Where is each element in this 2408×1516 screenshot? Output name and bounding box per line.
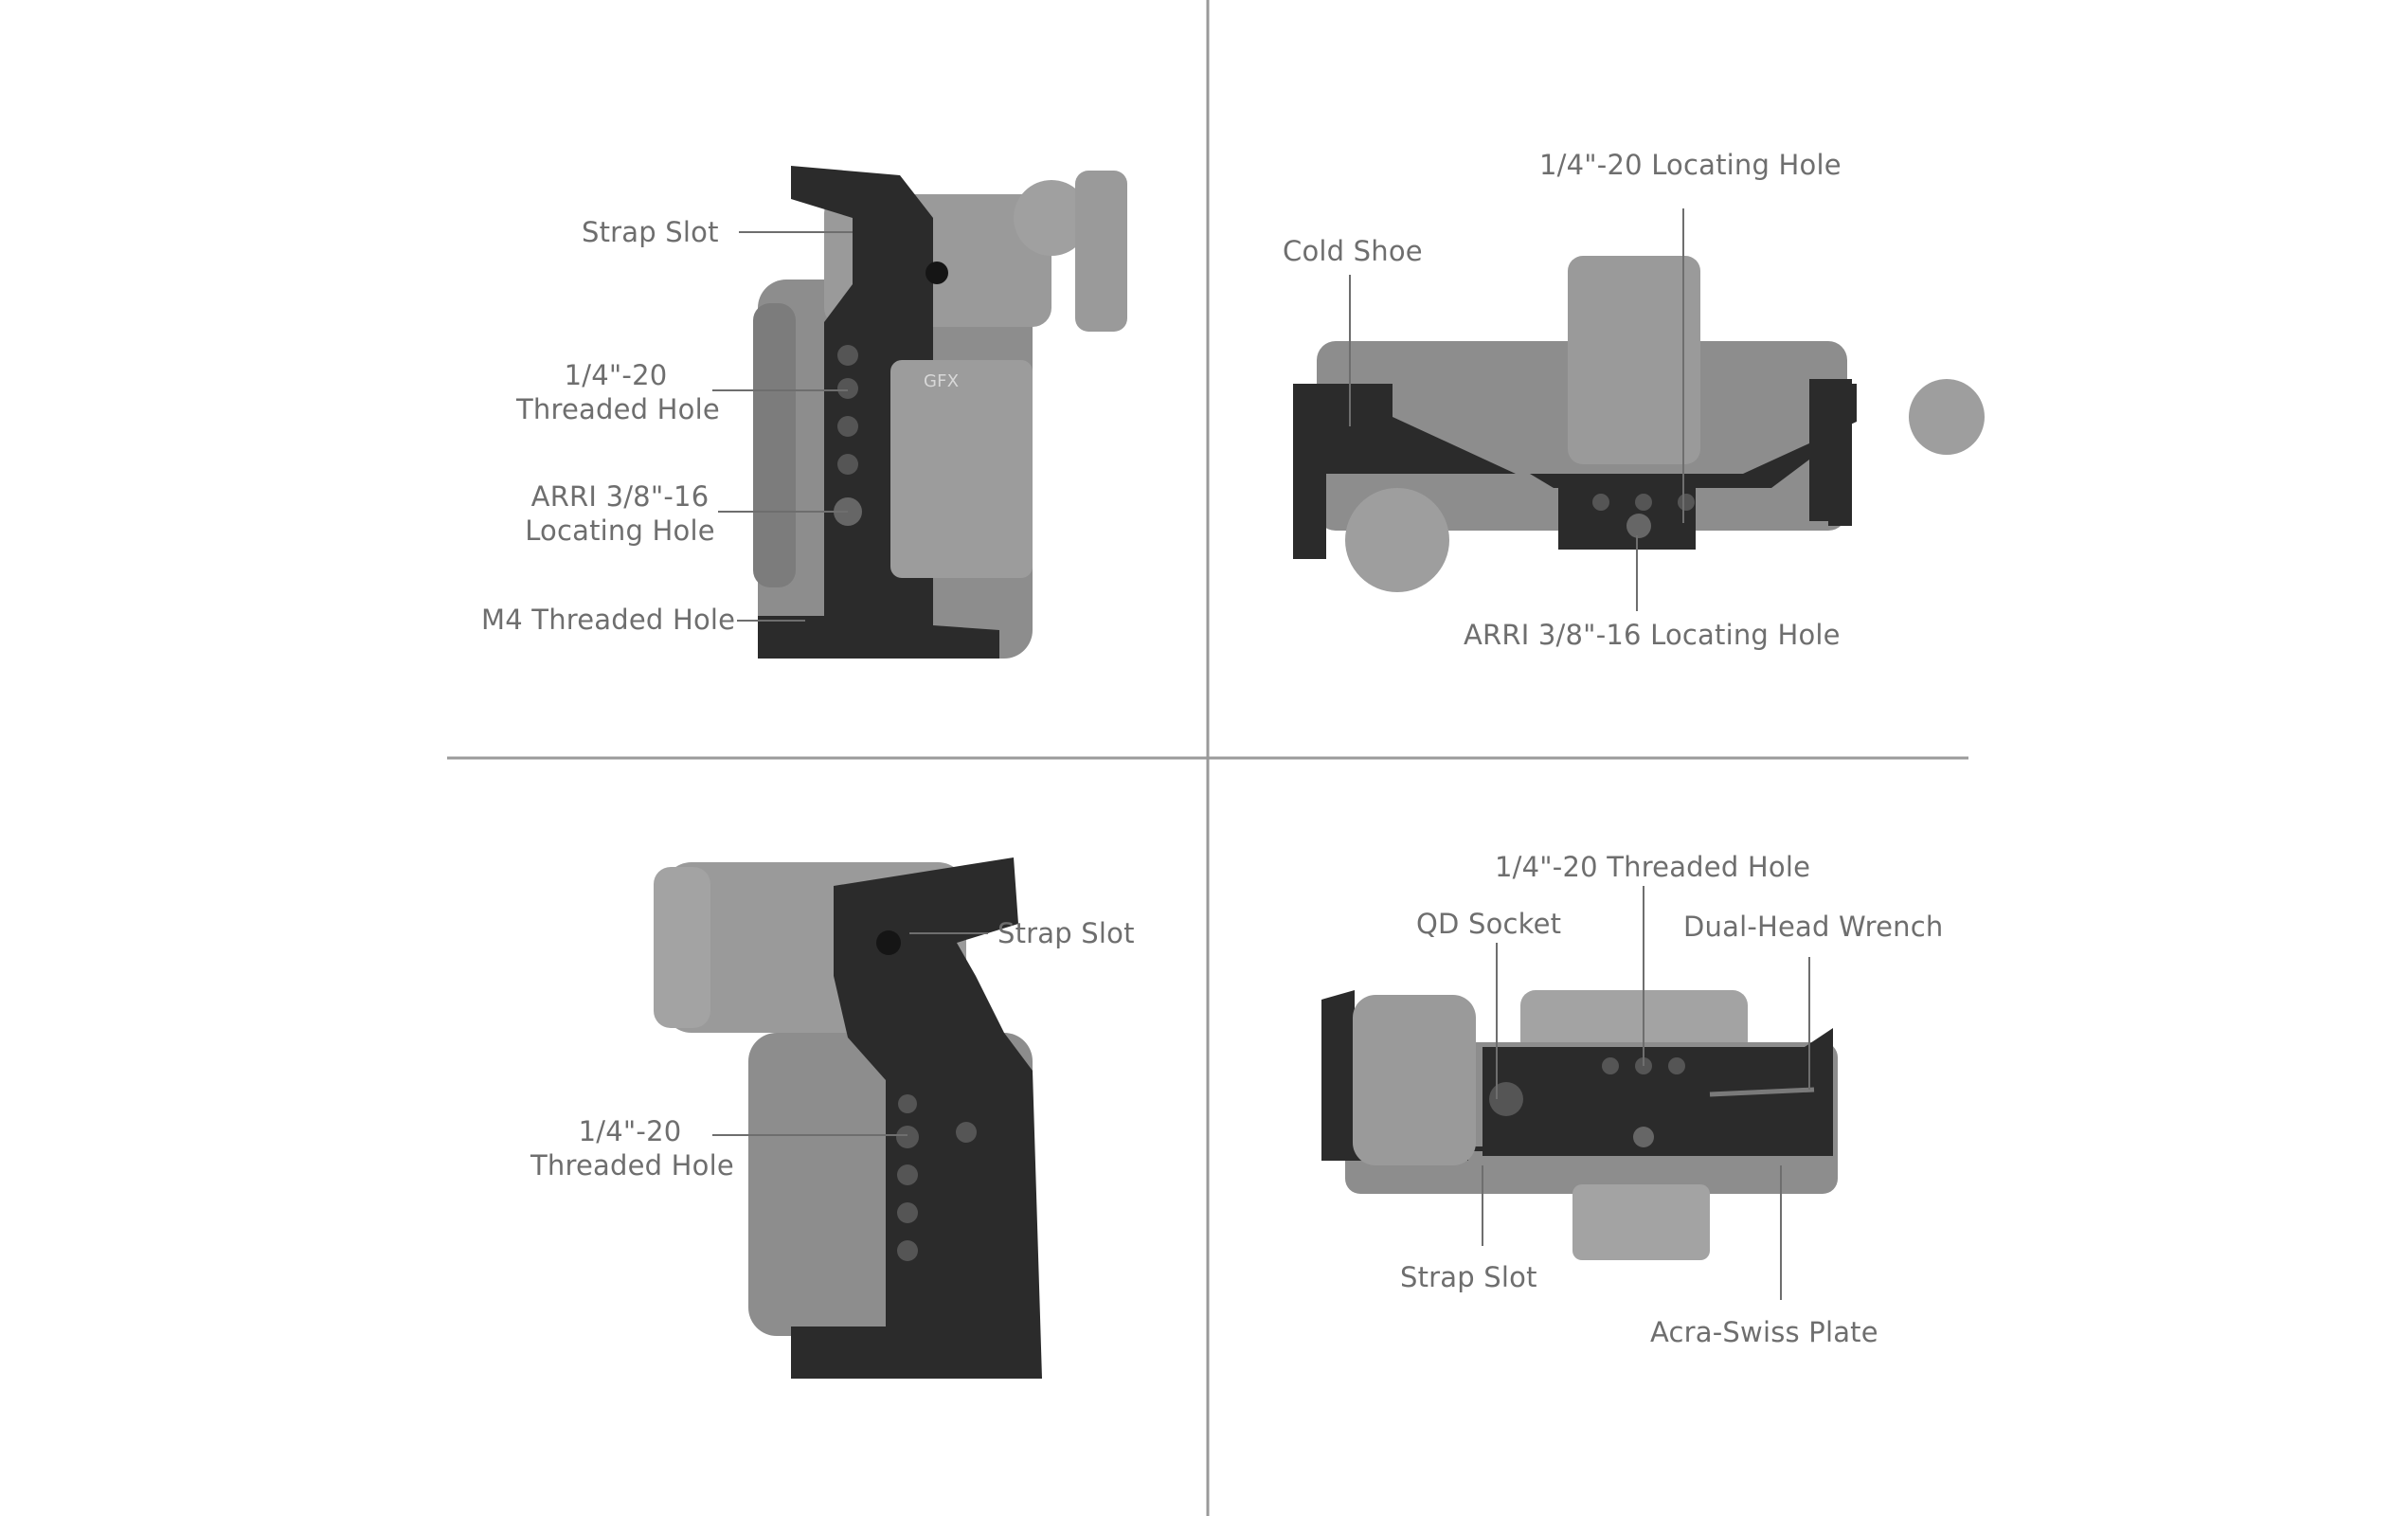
qd-socket bbox=[1489, 1082, 1523, 1116]
label-qd-socket: QD Socket bbox=[1416, 908, 1562, 940]
hole bbox=[1602, 1057, 1619, 1074]
label-wrench: Dual-Head Wrench bbox=[1683, 911, 1944, 943]
viewfinder bbox=[1568, 256, 1700, 464]
label-strap-slot: Strap Slot bbox=[582, 216, 719, 248]
hole bbox=[897, 1240, 918, 1261]
label-threaded-hole: 1/4"-20 Threaded Hole bbox=[1495, 851, 1811, 883]
threaded-hole bbox=[837, 454, 858, 475]
label-line: 1/4"-20 bbox=[578, 1115, 682, 1147]
label-line: Threaded Hole bbox=[516, 393, 720, 425]
cage-frame bbox=[791, 857, 1042, 1379]
camera-grip bbox=[753, 303, 796, 587]
hole bbox=[1678, 494, 1695, 511]
hole bbox=[897, 1202, 918, 1223]
acra-swiss-plate bbox=[1483, 1047, 1833, 1156]
viewfinder bbox=[1572, 1184, 1710, 1260]
camera-grip-plate bbox=[890, 360, 1033, 578]
label-threaded-hole: 1/4"-20 Threaded Hole bbox=[530, 1114, 734, 1182]
strap-slot-bolt bbox=[876, 930, 901, 955]
arri-hole bbox=[1626, 514, 1651, 538]
viewfinder-eyecup bbox=[1075, 171, 1127, 332]
label-arri-locating-hole: ARRI 3/8"-16 Locating Hole bbox=[1464, 619, 1841, 651]
cage-frame bbox=[758, 166, 999, 659]
battery-door bbox=[1353, 995, 1476, 1165]
brand-mark: GFX bbox=[924, 371, 960, 391]
strap-slot-bolt bbox=[925, 262, 948, 284]
hole bbox=[898, 1094, 917, 1113]
cage-baseplate bbox=[1558, 474, 1696, 550]
cage-side bbox=[1809, 379, 1852, 521]
hole bbox=[897, 1164, 918, 1185]
threaded-hole bbox=[837, 378, 858, 399]
label-m4-hole: M4 Threaded Hole bbox=[481, 604, 736, 636]
hole bbox=[1592, 494, 1609, 511]
hole bbox=[1633, 1127, 1654, 1147]
dial bbox=[1909, 379, 1985, 455]
label-line: Locating Hole bbox=[525, 514, 715, 547]
dial bbox=[1014, 180, 1089, 256]
lens-mount bbox=[1520, 990, 1748, 1056]
threaded-hole bbox=[837, 416, 858, 437]
label-locating-hole: 1/4"-20 Locating Hole bbox=[1539, 149, 1842, 181]
hole bbox=[1668, 1057, 1685, 1074]
label-strap-slot: Strap Slot bbox=[1400, 1261, 1537, 1293]
dial bbox=[1345, 488, 1449, 592]
wrench-shape bbox=[1709, 1087, 1815, 1097]
label-line: 1/4"-20 bbox=[564, 359, 668, 391]
label-acra-plate: Acra-Swiss Plate bbox=[1650, 1316, 1878, 1348]
label-threaded-hole: 1/4"-20 Threaded Hole bbox=[516, 358, 720, 426]
label-strap-slot: Strap Slot bbox=[997, 917, 1135, 949]
hole bbox=[1635, 494, 1652, 511]
hole bbox=[956, 1122, 977, 1143]
label-cold-shoe: Cold Shoe bbox=[1283, 235, 1423, 267]
label-line: Threaded Hole bbox=[530, 1149, 734, 1182]
viewfinder-eyecup bbox=[654, 867, 710, 1028]
threaded-hole bbox=[837, 345, 858, 366]
label-line: ARRI 3/8"-16 bbox=[530, 480, 710, 513]
label-arri-hole: ARRI 3/8"-16 Locating Hole bbox=[523, 479, 717, 548]
threaded-hole bbox=[896, 1126, 919, 1148]
